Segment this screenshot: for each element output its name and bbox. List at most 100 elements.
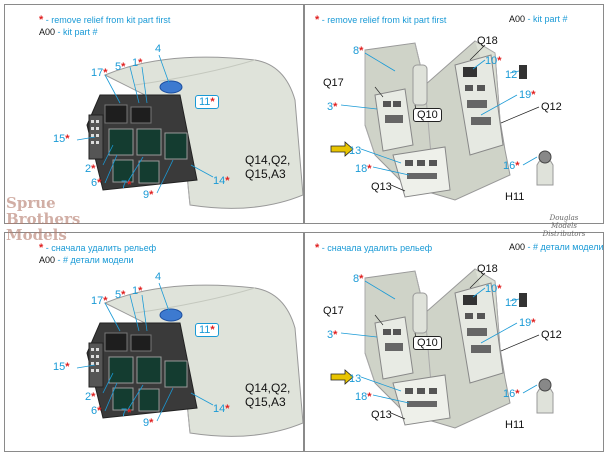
callout-label: 8* [353, 273, 364, 285]
part-ref: Q18 [477, 263, 498, 275]
callout-label: 5* [115, 61, 126, 73]
callout-box: 11* [195, 323, 219, 337]
star-marker: * [333, 329, 338, 341]
panel-cockpit-en: * - remove relief from kit part first A0… [304, 4, 604, 224]
star-marker: * [39, 242, 44, 254]
part-ref-line2: Q15,A3 [245, 167, 286, 181]
part-ref: Q17 [323, 305, 344, 317]
star-marker: * [531, 89, 536, 101]
callout-label: 19* [519, 89, 536, 101]
callout-label: 15* [53, 133, 70, 145]
star-marker: * [149, 189, 154, 201]
part-ref-box: Q10 [413, 336, 442, 350]
star-marker: * [367, 163, 372, 175]
callout-box: 11* [195, 95, 219, 109]
star-marker: * [359, 45, 364, 57]
part-ref: Q13 [371, 181, 392, 193]
cockpit-tub-drawing [330, 40, 554, 201]
callout-label: 2* [85, 391, 96, 403]
callout-label: 14* [213, 175, 230, 187]
star-marker: * [315, 14, 320, 26]
star-marker: * [210, 96, 215, 108]
callout-label: 13 [349, 373, 362, 385]
callout-label: 17* [91, 295, 108, 307]
callout-label: 3* [327, 329, 338, 341]
callout-label: 7* [121, 179, 132, 191]
callout-label: 16* [503, 160, 520, 172]
callout-label: 13 [349, 145, 362, 157]
douglas-models-watermark: Douglas Models Distributors [542, 214, 586, 238]
header-line2: A00 - # детали модели [39, 255, 134, 265]
callout-label: 17* [91, 67, 108, 79]
star-marker: * [210, 324, 215, 336]
star-marker: * [121, 289, 126, 301]
header-line1: * - remove relief from kit part first [315, 14, 447, 26]
star-marker: * [103, 295, 108, 307]
part-ref-line1: Q14,Q2, [245, 153, 291, 167]
star-marker: * [225, 175, 230, 187]
callout-label: 7* [121, 407, 132, 419]
callout-label: 6* [91, 405, 102, 417]
part-ref-box: Q10 [413, 108, 442, 122]
panel-shroud-en: * - remove relief from kit part first A0… [4, 4, 304, 224]
star-marker: * [497, 283, 502, 295]
callout-label: 12 [505, 297, 518, 309]
cockpit-tub-drawing [330, 268, 554, 429]
callout-label: 1* [132, 57, 143, 69]
header-line1: * - сначала удалить рельеф [315, 242, 433, 254]
part-ref: H11 [505, 191, 525, 203]
callout-label: 19* [519, 317, 536, 329]
callout-label: 16* [503, 388, 520, 400]
callout-label: 14* [213, 403, 230, 415]
star-marker: * [127, 407, 132, 419]
header-line2: A00 - # детали модели [509, 242, 604, 252]
star-marker: * [65, 361, 70, 373]
shroud-drawing [76, 54, 303, 209]
star-marker: * [225, 403, 230, 415]
callout-label: 5* [115, 289, 126, 301]
callout-label: 10* [485, 55, 502, 67]
callout-label: 10* [485, 283, 502, 295]
star-marker: * [103, 67, 108, 79]
star-marker: * [91, 163, 96, 175]
callout-label: 9* [143, 189, 154, 201]
part-ref: Q12 [541, 101, 562, 113]
panel-shroud-ru: * - сначала удалить рельеф A00 - # детал… [4, 232, 304, 452]
callout-label: 4 [155, 271, 162, 283]
star-marker: * [97, 177, 102, 189]
star-marker: * [138, 57, 143, 69]
header-line1: * - сначала удалить рельеф [39, 242, 157, 254]
callout-label: 1* [132, 285, 143, 297]
header-line2: A00 - kit part # [509, 14, 568, 24]
callout-label: 18* [355, 391, 372, 403]
callout-label: 15* [53, 361, 70, 373]
header-line1: * - remove relief from kit part first [39, 14, 171, 26]
star-marker: * [515, 388, 520, 400]
callout-label: 8* [353, 45, 364, 57]
star-marker: * [515, 160, 520, 172]
star-marker: * [127, 179, 132, 191]
part-ref: Q13 [371, 409, 392, 421]
callout-label: 2* [85, 163, 96, 175]
star-marker: * [149, 417, 154, 429]
panel-cockpit-ru: * - сначала удалить рельеф A00 - # детал… [304, 232, 604, 452]
star-marker: * [65, 133, 70, 145]
star-marker: * [531, 317, 536, 329]
callout-label: 4 [155, 43, 162, 55]
star-marker: * [315, 242, 320, 254]
part-ref: Q18 [477, 35, 498, 47]
header-line2: A00 - kit part # [39, 27, 98, 37]
star-marker: * [97, 405, 102, 417]
sprue-brothers-watermark: Sprue Brothers Models [6, 194, 81, 244]
callout-label: 18* [355, 163, 372, 175]
part-ref-line1: Q14,Q2, [245, 381, 291, 395]
star-marker: * [367, 391, 372, 403]
part-ref: Q17 [323, 77, 344, 89]
part-ref: H11 [505, 419, 525, 431]
callout-label: 3* [327, 101, 338, 113]
star-marker: * [333, 101, 338, 113]
star-marker: * [121, 61, 126, 73]
callout-label: 6* [91, 177, 102, 189]
shroud-drawing [76, 282, 303, 437]
star-marker: * [39, 14, 44, 26]
